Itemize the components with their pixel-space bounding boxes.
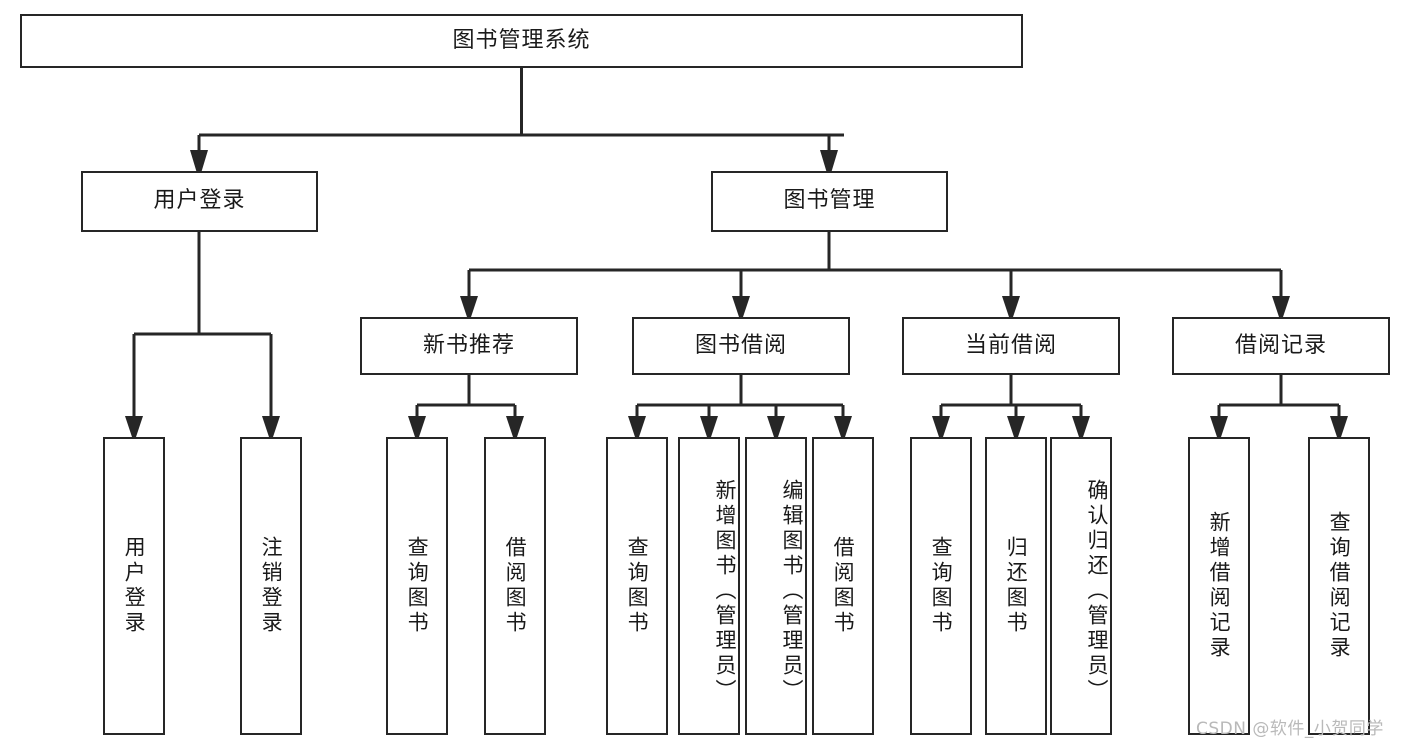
node-leaf-confirm-return-label: 确认归还（管理员） [1085,478,1109,704]
node-borrow-records[interactable]: 借阅记录 [1172,317,1390,375]
node-leaf-add-book[interactable]: 新增图书（管理员） [678,437,740,735]
csdn-watermark: CSDN @软件_小贺同学 [1196,719,1384,739]
node-leaf-query-book-current[interactable]: 查询图书 [910,437,972,735]
node-leaf-query-book-borrow[interactable]: 查询图书 [606,437,668,735]
node-new-book-recommend-label: 新书推荐 [422,332,515,358]
node-leaf-borrow-book-label: 借阅图书 [831,536,856,636]
node-leaf-query-book-current-label: 查询图书 [929,536,954,636]
node-leaf-return-book[interactable]: 归还图书 [985,437,1047,735]
node-leaf-add-borrow-record-label: 新增借阅记录 [1207,511,1232,661]
node-book-borrow-label: 图书借阅 [694,332,787,358]
node-leaf-edit-book[interactable]: 编辑图书（管理员） [745,437,807,735]
node-book-borrow[interactable]: 图书借阅 [632,317,850,375]
node-leaf-confirm-return[interactable]: 确认归还（管理员） [1050,437,1112,735]
node-leaf-query-book-rec[interactable]: 查询图书 [386,437,448,735]
node-root-label: 图书管理系统 [452,27,591,53]
node-leaf-logout[interactable]: 注销登录 [240,437,302,735]
node-current-borrow[interactable]: 当前借阅 [902,317,1120,375]
node-user-login[interactable]: 用户登录 [81,171,318,232]
node-book-management-label: 图书管理 [783,188,876,214]
node-new-book-recommend[interactable]: 新书推荐 [360,317,578,375]
node-borrow-records-label: 借阅记录 [1234,332,1327,358]
node-leaf-user-login-label: 用户登录 [122,536,147,636]
node-leaf-return-book-label: 归还图书 [1004,536,1029,636]
node-leaf-edit-book-label: 编辑图书（管理员） [780,478,804,704]
node-leaf-query-book-borrow-label: 查询图书 [625,536,650,636]
node-leaf-query-borrow-record-label: 查询借阅记录 [1327,511,1352,661]
node-leaf-add-book-label: 新增图书（管理员） [713,478,737,704]
node-leaf-user-login[interactable]: 用户登录 [103,437,165,735]
node-leaf-query-book-rec-label: 查询图书 [405,536,430,636]
node-root[interactable]: 图书管理系统 [20,14,1023,68]
node-leaf-borrow-book[interactable]: 借阅图书 [812,437,874,735]
node-current-borrow-label: 当前借阅 [964,332,1057,358]
node-leaf-borrow-book-rec-label: 借阅图书 [503,536,528,636]
node-leaf-borrow-book-rec[interactable]: 借阅图书 [484,437,546,735]
node-leaf-add-borrow-record[interactable]: 新增借阅记录 [1188,437,1250,735]
node-user-login-label: 用户登录 [153,188,246,214]
node-leaf-logout-label: 注销登录 [259,536,284,636]
node-leaf-query-borrow-record[interactable]: 查询借阅记录 [1308,437,1370,735]
node-book-management[interactable]: 图书管理 [711,171,948,232]
